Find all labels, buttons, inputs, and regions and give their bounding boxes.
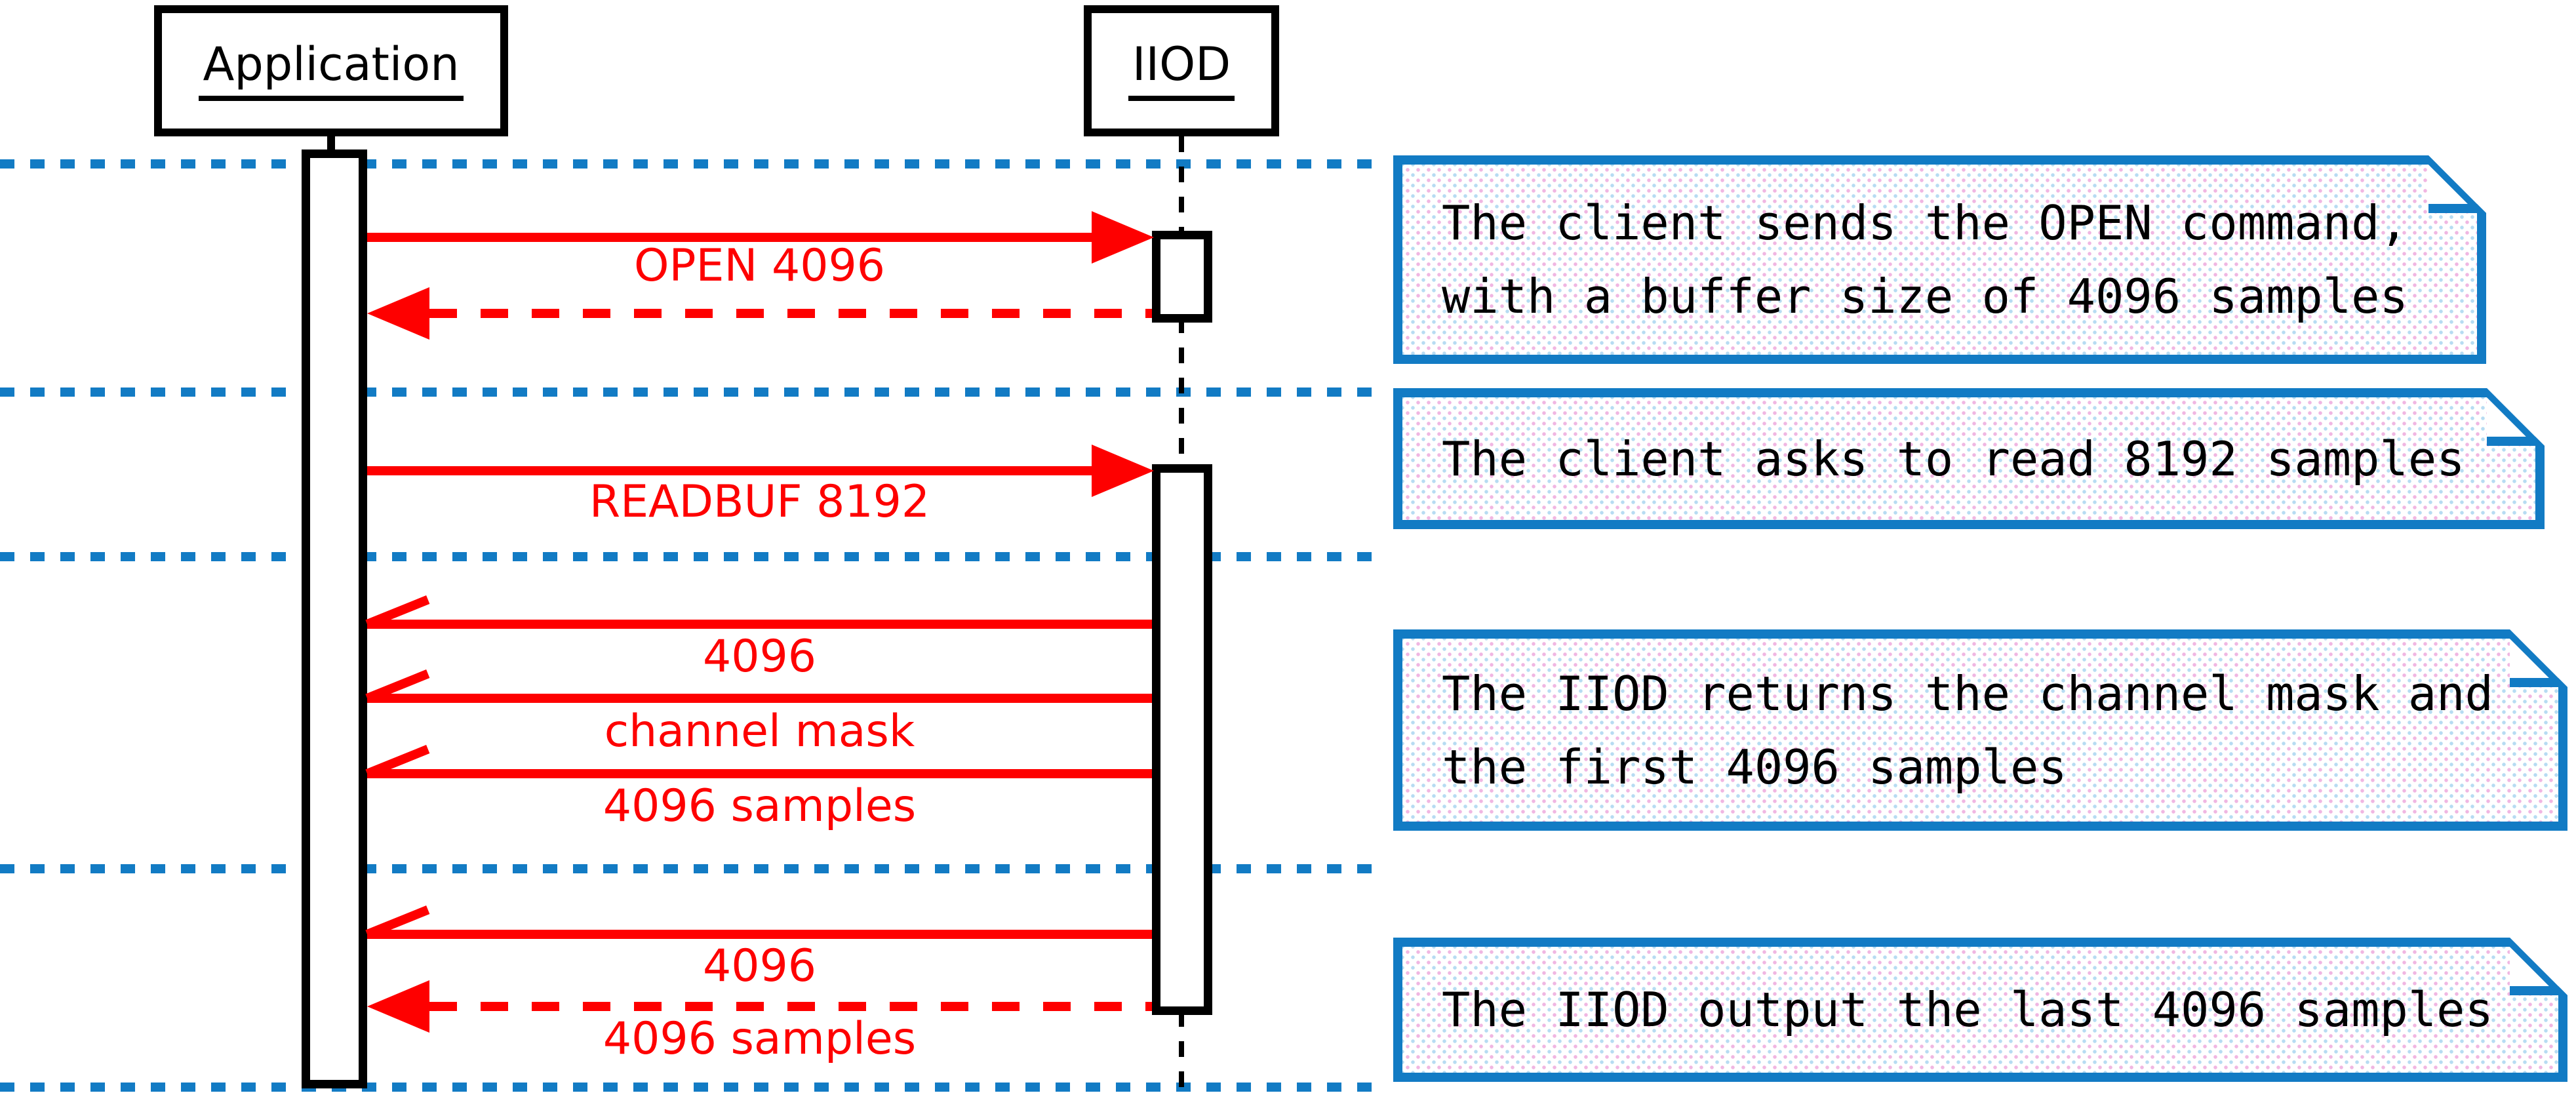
message-4096-last-line [367,930,1152,939]
note-text-line: the first 4096 samples [1442,739,2067,795]
note-text-line: The IIOD returns the channel mask and [1442,666,2493,721]
message-4096-samples-first-line [367,769,1152,778]
actor-application-label: Application [199,41,464,101]
message-4096-samples-last-label: 4096 samples [603,1013,917,1065]
application-lifeline-stub [327,135,335,152]
note-text-line: The IIOD output the last 4096 samples [1442,982,2493,1037]
arrowhead-left-icon [367,980,429,1033]
message-channel-mask-line [367,694,1152,703]
note-fold-corner-icon [2510,938,2567,995]
arrowhead-right-icon [1092,445,1154,497]
arrowhead-right-icon [1092,211,1154,264]
actor-iiod-box: IIOD [1084,5,1279,136]
note-last-samples: The IIOD output the last 4096 samples [1393,938,2567,1082]
message-open-return-line [429,309,1152,318]
message-open-label: OPEN 4096 [633,240,886,292]
message-readbuf-label: READBUF 8192 [589,476,930,528]
message-channel-mask-label: channel mask [604,705,915,757]
message-open-line [367,233,1095,242]
actor-iiod-label: IIOD [1128,41,1235,101]
note-channel-mask: The IIOD returns the channel mask and th… [1393,629,2567,831]
application-activation-bar [302,149,367,1088]
iiod-activation-bar-open [1152,231,1212,323]
note-fold-corner-icon [2487,388,2545,446]
message-4096-samples-last-line [429,1002,1152,1011]
note-fold-corner-icon [2428,155,2486,213]
message-4096-first-line [367,620,1152,629]
message-readbuf-line [367,466,1095,475]
note-text-line: The client asks to read 8192 samples [1442,431,2465,487]
message-4096-samples-first-label: 4096 samples [603,780,917,832]
note-open-command: The client sends the OPEN command, with … [1393,155,2486,364]
note-readbuf: The client asks to read 8192 samples [1393,388,2545,529]
section-separator-2 [0,388,1385,397]
section-separator-5 [0,1083,1385,1092]
message-4096-first-label: 4096 [702,631,817,683]
actor-application-box: Application [154,5,508,136]
iiod-activation-bar-readbuf [1152,464,1212,1015]
note-fold-corner-icon [2510,629,2567,687]
section-separator-1 [0,159,1385,169]
arrowhead-left-icon [367,287,429,340]
note-text-line: The client sends the OPEN command, [1442,195,2408,250]
note-text-line: with a buffer size of 4096 samples [1442,269,2408,324]
message-4096-last-label: 4096 [702,940,817,992]
